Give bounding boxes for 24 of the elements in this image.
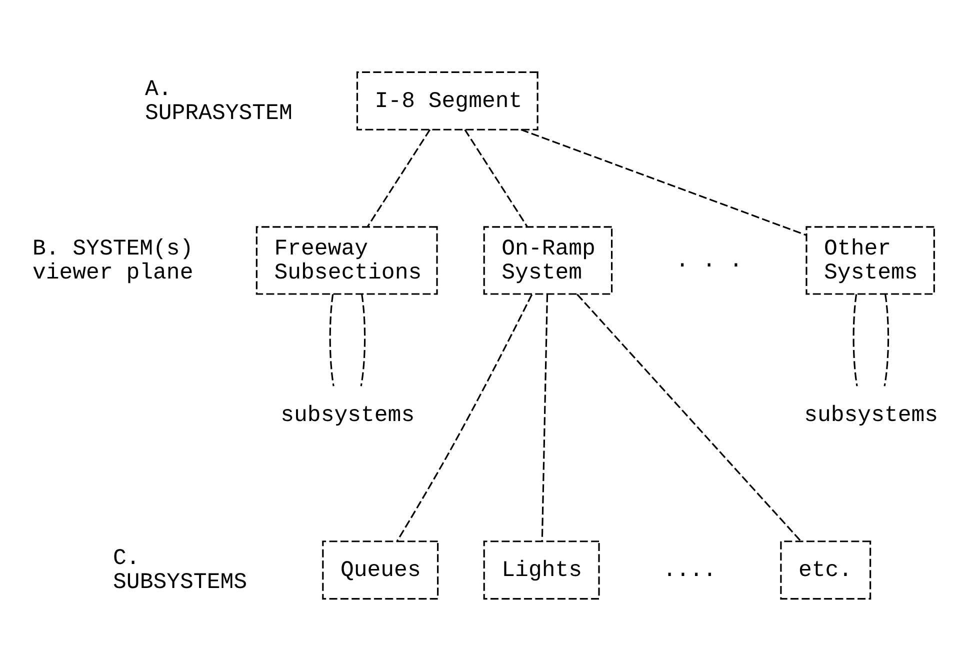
label: A. SUPRASYSTEM — [144, 76, 292, 126]
connector — [464, 129, 528, 227]
connector — [396, 294, 533, 542]
node-box: etc. — [780, 540, 872, 600]
connector — [541, 294, 548, 542]
node-box: Queues — [322, 540, 439, 600]
connector — [852, 294, 858, 386]
connector — [576, 294, 802, 542]
connector — [520, 128, 807, 236]
node-text: subsystems — [804, 402, 938, 428]
node-box: I-8 Segment — [356, 71, 538, 130]
node-box: Other Systems — [806, 226, 935, 295]
connector — [360, 294, 366, 386]
node-text: subsystems — [280, 402, 415, 428]
node-box: On-Ramp System — [483, 226, 613, 295]
connector — [366, 129, 431, 227]
node-box: Freeway Subsections — [256, 226, 438, 295]
label: C. SUBSYSTEMS — [113, 545, 248, 595]
connector — [884, 294, 890, 386]
node-box: Lights — [483, 540, 600, 600]
connector — [329, 294, 334, 386]
label: .... — [662, 557, 716, 584]
label: . . . — [676, 247, 743, 274]
label: B. SYSTEM(s) viewer plane — [32, 235, 194, 286]
